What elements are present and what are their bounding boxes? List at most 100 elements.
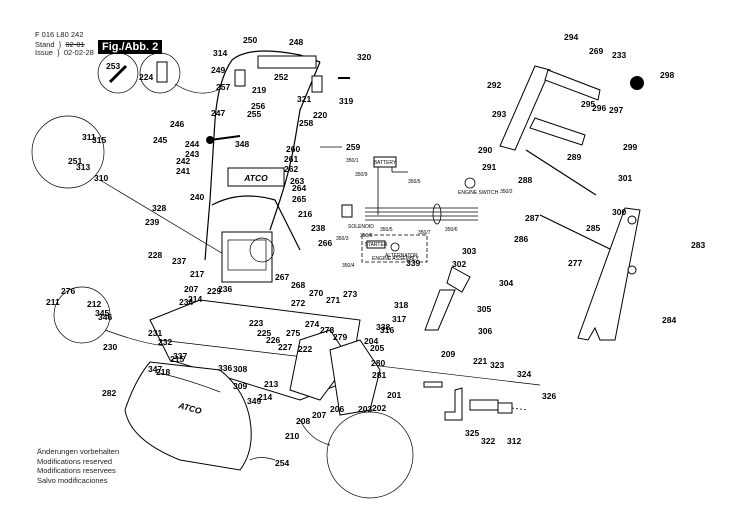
callout-263: 263 <box>290 176 304 186</box>
callout-273: 273 <box>343 289 357 299</box>
callout-226: 226 <box>266 335 280 345</box>
callout-239: 239 <box>145 217 159 227</box>
callout-327: 327 <box>0 0 14 2</box>
callout-241: 241 <box>176 166 190 176</box>
callout-320: 320 <box>357 52 371 62</box>
callout-255: 255 <box>247 109 261 119</box>
handle-assembly: ATCO <box>204 50 350 261</box>
svg-text:350/1: 350/1 <box>346 158 359 164</box>
starter <box>366 240 386 249</box>
callout-266: 266 <box>318 238 332 248</box>
lever-302 <box>424 266 471 331</box>
clip-224 <box>156 61 168 83</box>
callout-217: 217 <box>190 269 204 279</box>
doc-number: F 016 L80 242 <box>35 30 84 39</box>
callout-313: 313 <box>76 162 90 172</box>
callout-252: 252 <box>274 72 288 82</box>
callout-299: 299 <box>623 142 637 152</box>
callout-257: 257 <box>216 82 230 92</box>
callout-287: 287 <box>525 213 539 223</box>
svg-text:350/4: 350/4 <box>342 263 355 269</box>
callout-207: 207 <box>312 410 326 420</box>
svg-text:ALTERNATOR: ALTERNATOR <box>385 253 418 259</box>
callout-295: 295 <box>581 99 595 109</box>
callout-267: 267 <box>275 272 289 282</box>
callout-250: 250 <box>243 35 257 45</box>
callout-278: 278 <box>320 325 334 335</box>
callout-304: 304 <box>499 278 513 288</box>
detail-circle-fixing-right <box>326 411 414 499</box>
callout-232: 232 <box>158 337 172 347</box>
callout-290: 290 <box>478 145 492 155</box>
callout-279: 279 <box>333 332 347 342</box>
svg-text:ENGINE ASSEMBLY: ENGINE ASSEMBLY <box>372 256 420 262</box>
callout-227: 227 <box>278 342 292 352</box>
callout-309: 309 <box>233 381 247 391</box>
alternator <box>390 242 400 252</box>
callout-310: 310 <box>94 173 108 183</box>
callout-346: 346 <box>98 312 112 322</box>
svg-text:STARTER: STARTER <box>365 242 388 248</box>
callout-254: 254 <box>275 458 289 468</box>
callout-347: 347 <box>148 364 162 374</box>
detail-circle-fixing-left <box>53 286 111 344</box>
callout-316: 316 <box>380 325 394 335</box>
callout-326: 326 <box>542 391 556 401</box>
callout-315: 315 <box>92 135 106 145</box>
svg-text:350/8: 350/8 <box>360 233 373 239</box>
detail-circle-224 <box>139 52 181 94</box>
callout-282: 282 <box>102 388 116 398</box>
callout-215: 215 <box>170 354 184 364</box>
engine-switch <box>464 177 476 189</box>
callout-205: 205 <box>370 343 384 353</box>
callout-269: 269 <box>589 46 603 56</box>
callout-207: 207 <box>184 284 198 294</box>
callout-270: 270 <box>309 288 323 298</box>
callout-284: 284 <box>662 315 676 325</box>
callout-261: 261 <box>284 154 298 164</box>
callout-264: 264 <box>292 183 306 193</box>
callout-249: 249 <box>211 65 225 75</box>
callout-202: 202 <box>372 403 386 413</box>
engine-assembly-box <box>361 234 428 263</box>
callout-262: 262 <box>284 164 298 174</box>
callout-297: 297 <box>609 105 623 115</box>
callout-265: 265 <box>292 194 306 204</box>
callout-274: 274 <box>305 319 319 329</box>
callout-349: 349 <box>247 396 261 406</box>
callout-221: 221 <box>473 356 487 366</box>
callout-308: 308 <box>233 364 247 374</box>
callout-301: 301 <box>618 173 632 183</box>
callout-318: 318 <box>394 300 408 310</box>
pin-253 <box>108 64 128 84</box>
callout-237: 237 <box>172 256 186 266</box>
callout-281: 281 <box>372 370 386 380</box>
callout-228: 228 <box>148 250 162 260</box>
callout-244: 244 <box>185 139 199 149</box>
callout-258: 258 <box>299 118 313 128</box>
callout-306: 306 <box>478 326 492 336</box>
svg-text:BATTERY: BATTERY <box>374 160 397 166</box>
callout-213: 213 <box>264 379 278 389</box>
callout-248: 248 <box>289 37 303 47</box>
callout-303: 303 <box>462 246 476 256</box>
callout-314: 314 <box>213 48 227 58</box>
callout-204: 204 <box>364 336 378 346</box>
svg-text:350/9: 350/9 <box>355 172 368 178</box>
battery <box>373 156 397 168</box>
callout-312: 312 <box>507 436 521 446</box>
callout-280: 280 <box>371 358 385 368</box>
callout-243: 243 <box>185 149 199 159</box>
callout-328: 328 <box>152 203 166 213</box>
callout-336: 336 <box>218 363 232 373</box>
handle-grip-252 <box>257 55 317 69</box>
callout-300: 300 <box>612 207 626 217</box>
callout-325: 325 <box>465 428 479 438</box>
issue-label: Issue <box>35 48 53 57</box>
callout-259: 259 <box>346 142 360 152</box>
callout-305: 305 <box>477 304 491 314</box>
callout-238: 238 <box>311 223 325 233</box>
callout-319: 319 <box>339 96 353 106</box>
callout-222: 222 <box>298 344 312 354</box>
svg-text:350/5: 350/5 <box>408 179 421 185</box>
